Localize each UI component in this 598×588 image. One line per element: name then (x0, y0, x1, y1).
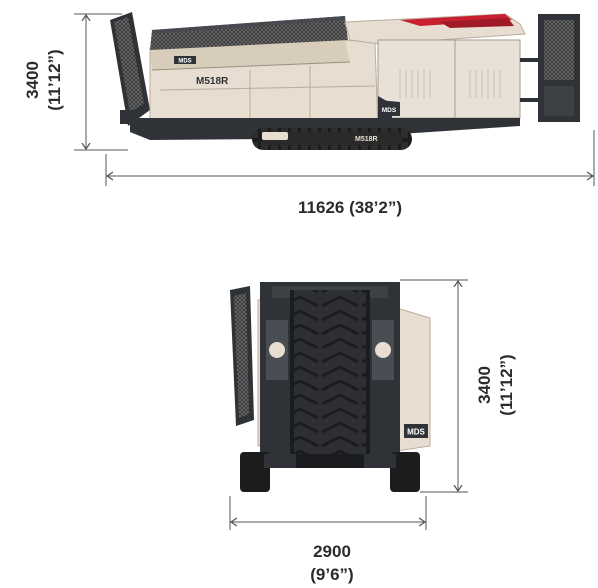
mds-badge-small-text: MDS (178, 59, 191, 65)
rear-track-left (240, 452, 270, 492)
rear-height-dimension: 3400 (11’12”) (400, 279, 516, 493)
rear-mds-badge-text: MDS (407, 428, 425, 437)
model-label: M518R (196, 76, 229, 87)
rear-belt (294, 290, 366, 454)
mds-badge-text: MDS (382, 107, 397, 114)
side-conveyor (520, 14, 580, 122)
rear-height-mm: 3400 (475, 366, 494, 404)
rear-track-right (390, 452, 420, 492)
rear-mds-badge (404, 424, 428, 438)
rear-width-mm: 2900 (313, 542, 351, 561)
track-model-label: M518R (355, 136, 378, 143)
screen-grid (150, 16, 348, 50)
rear-view-machine: MDS (230, 282, 431, 492)
main-body (149, 39, 379, 133)
side-length-dimension: 11626 (38’2”) (105, 130, 595, 217)
rear-conveyor (110, 12, 150, 126)
side-height-dimension: 3400 (11’12”) (23, 13, 128, 151)
mds-badge-small (174, 56, 196, 64)
side-track (252, 128, 412, 150)
side-length-label: 11626 (38’2”) (298, 198, 402, 217)
side-height-mm: 3400 (23, 61, 42, 99)
track-mds-badge (262, 132, 288, 140)
rear-width-ft: (9’6”) (310, 565, 353, 584)
side-height-ft: (11’12”) (45, 49, 64, 110)
model-label-wrap: MDS M518R M518R MDS (174, 56, 400, 143)
rear-height-ft: (11’12”) (497, 354, 516, 415)
mds-badge (378, 100, 400, 116)
side-view-machine: MDS M518R M518R MDS (110, 12, 580, 150)
rear-width-dimension: 2900 (9’6”) (229, 496, 427, 584)
